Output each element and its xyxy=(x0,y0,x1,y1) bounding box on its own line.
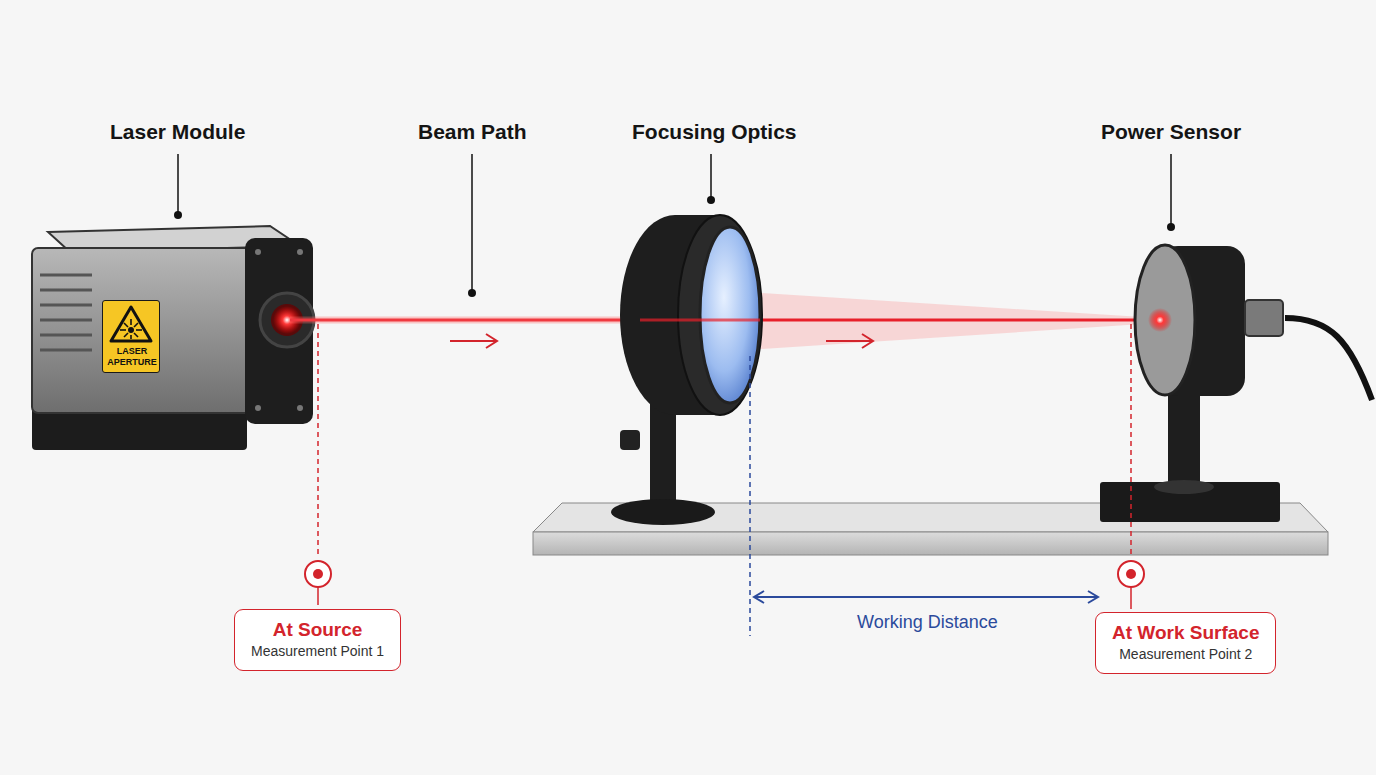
part-label: Focusing Optics xyxy=(632,120,797,144)
node-title: At Source xyxy=(251,618,384,642)
warning-triangle xyxy=(108,304,154,344)
measurement-callout: At Work SurfaceMeasurement Point 2 xyxy=(1095,612,1276,674)
part-label: Power Sensor xyxy=(1101,120,1241,144)
warning-label: LASER APERTURE xyxy=(102,300,160,373)
power-sensor xyxy=(1100,245,1372,522)
laser-module xyxy=(32,226,314,450)
node-title: At Work Surface xyxy=(1112,621,1259,645)
dimension-arrow xyxy=(754,591,1098,603)
node-title: LASER APERTURE xyxy=(105,346,159,368)
node-subtitle: Measurement Point 1 xyxy=(251,642,384,661)
measurement-marker xyxy=(305,561,1144,587)
focusing-optics xyxy=(611,215,762,525)
part-label: Beam Path xyxy=(418,120,527,144)
measurement-callout: At SourceMeasurement Point 1 xyxy=(234,609,401,671)
node-subtitle: Measurement Point 2 xyxy=(1112,645,1259,664)
part-label: Laser Module xyxy=(110,120,245,144)
dimension-label: Working Distance xyxy=(854,612,1001,633)
